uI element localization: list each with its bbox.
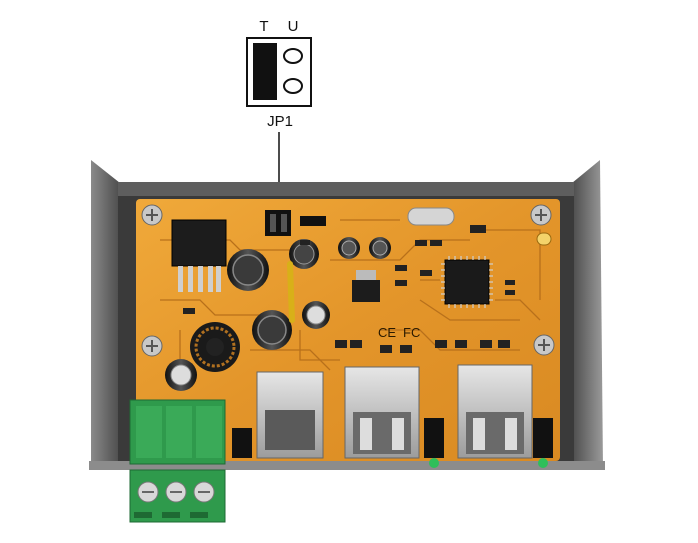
jumper-pin-top — [283, 48, 303, 64]
electrolytic-capacitor — [338, 237, 360, 259]
enclosure-front-lip — [89, 461, 605, 470]
jumper-wire — [287, 261, 295, 323]
led-socket — [424, 418, 444, 468]
voltage-regulator — [171, 219, 227, 292]
electrolytic-capacitor — [369, 237, 391, 259]
diode — [300, 216, 326, 226]
transistor — [352, 270, 380, 302]
jp1-header — [265, 210, 291, 236]
led-socket — [533, 418, 553, 468]
led-socket — [232, 428, 252, 458]
usb-b-port — [256, 371, 324, 459]
mounting-screw — [141, 335, 163, 357]
jumper-inset: T U JP1 — [246, 18, 312, 200]
pad-ring — [536, 232, 552, 246]
ce-mark: CE — [378, 325, 396, 340]
jumper-cap — [253, 43, 277, 100]
mounting-screw — [530, 204, 552, 226]
enclosure-right-wall — [572, 160, 603, 470]
pcb: CE FC — [129, 199, 560, 523]
electrolytic-capacitor — [289, 239, 319, 269]
jumper-label-t: T — [259, 18, 268, 35]
smd-components — [183, 225, 515, 353]
mounting-screw — [141, 204, 163, 226]
crystal-oscillator — [407, 207, 455, 226]
enclosure-left-wall — [91, 160, 120, 470]
power-terminal-block — [129, 399, 226, 523]
electrolytic-capacitor — [252, 310, 292, 350]
electrolytic-capacitor — [302, 301, 330, 329]
inductor — [190, 322, 240, 372]
electrolytic-capacitor — [165, 359, 197, 391]
mounting-screw — [533, 334, 555, 356]
jumper-label-u: U — [288, 18, 299, 35]
jumper-name: JP1 — [267, 113, 293, 130]
usb-a-port — [457, 364, 533, 459]
usb-a-port — [344, 366, 420, 459]
hub-controller-chip — [441, 256, 493, 308]
electrolytic-capacitor — [227, 249, 269, 291]
fc-mark: FC — [403, 325, 420, 340]
jumper-pin-bottom — [283, 78, 303, 94]
